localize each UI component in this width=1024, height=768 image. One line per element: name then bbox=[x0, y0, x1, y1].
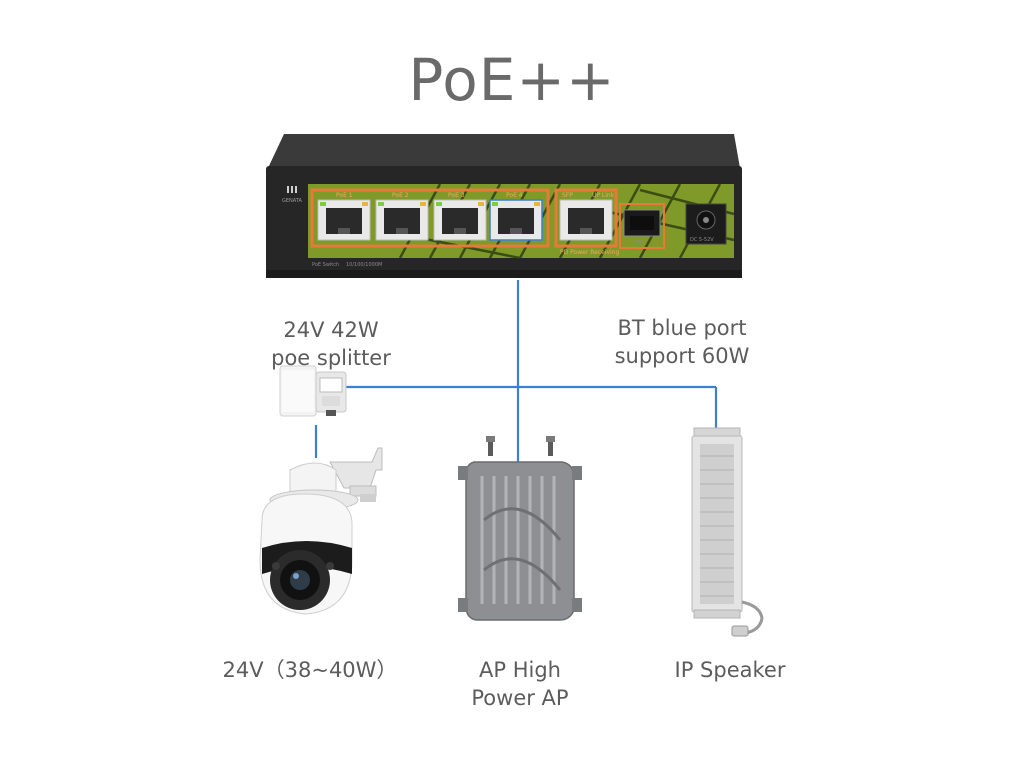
poe-port-1-label: PoE 1 bbox=[336, 192, 353, 199]
ap-label-line1: AP High bbox=[479, 658, 561, 682]
poe-port-3-label: PoE 3 bbox=[448, 192, 465, 199]
splitter-label-line2: poe splitter bbox=[271, 346, 391, 370]
bt-port-label: BT blue port support 60W bbox=[572, 314, 792, 370]
poe-port-4-label: PoE 4 bbox=[506, 192, 523, 199]
brand-logo: GENATA bbox=[282, 186, 302, 204]
rj45-uplink-port bbox=[559, 199, 613, 241]
sfp-label: SFP bbox=[634, 240, 643, 246]
poe-splitter bbox=[279, 365, 347, 417]
brand-text: GENATA bbox=[282, 198, 302, 204]
sfp-uplink-label: SFP bbox=[562, 192, 573, 199]
cables bbox=[314, 280, 718, 466]
poe-switch: GENATA PoE 1 PoE 2 PoE 3 PoE 4 SFP UP Li… bbox=[266, 134, 742, 278]
rj45-port-4-bt bbox=[489, 199, 543, 241]
ap-label-line2: Power AP bbox=[471, 686, 569, 710]
diagram-title: PoE++ bbox=[408, 46, 616, 114]
speaker-label: IP Speaker bbox=[674, 658, 786, 682]
speed-text: 10/100/1000M bbox=[346, 262, 382, 268]
ap-label: AP High Power AP bbox=[430, 656, 610, 712]
poe-port-2-label: PoE 2 bbox=[392, 192, 409, 199]
ip-speaker-icon bbox=[691, 427, 764, 637]
uplink-label: UP Link bbox=[592, 192, 615, 199]
rj45-port-1 bbox=[317, 199, 371, 241]
splitter-label: 24V 42W poe splitter bbox=[236, 316, 426, 372]
rj45-port-3 bbox=[433, 199, 487, 241]
model-text: PoE Switch bbox=[312, 262, 339, 268]
bt-port-label-line1: BT blue port bbox=[617, 316, 747, 340]
bt-port-label-line2: support 60W bbox=[614, 344, 750, 368]
splitter-label-line1: 24V 42W bbox=[283, 318, 379, 342]
dc-power-jack: DC 5-52V bbox=[685, 203, 727, 245]
pd-text: PD Power Receiving bbox=[560, 249, 619, 256]
power-label: DC 5-52V bbox=[690, 237, 714, 243]
camera-label: 24V（38~40W） bbox=[222, 658, 398, 682]
ptz-camera-icon bbox=[259, 447, 383, 615]
outdoor-ap-icon bbox=[458, 436, 582, 621]
rj45-port-2 bbox=[375, 199, 429, 241]
sfp-port: SFP bbox=[623, 209, 661, 246]
